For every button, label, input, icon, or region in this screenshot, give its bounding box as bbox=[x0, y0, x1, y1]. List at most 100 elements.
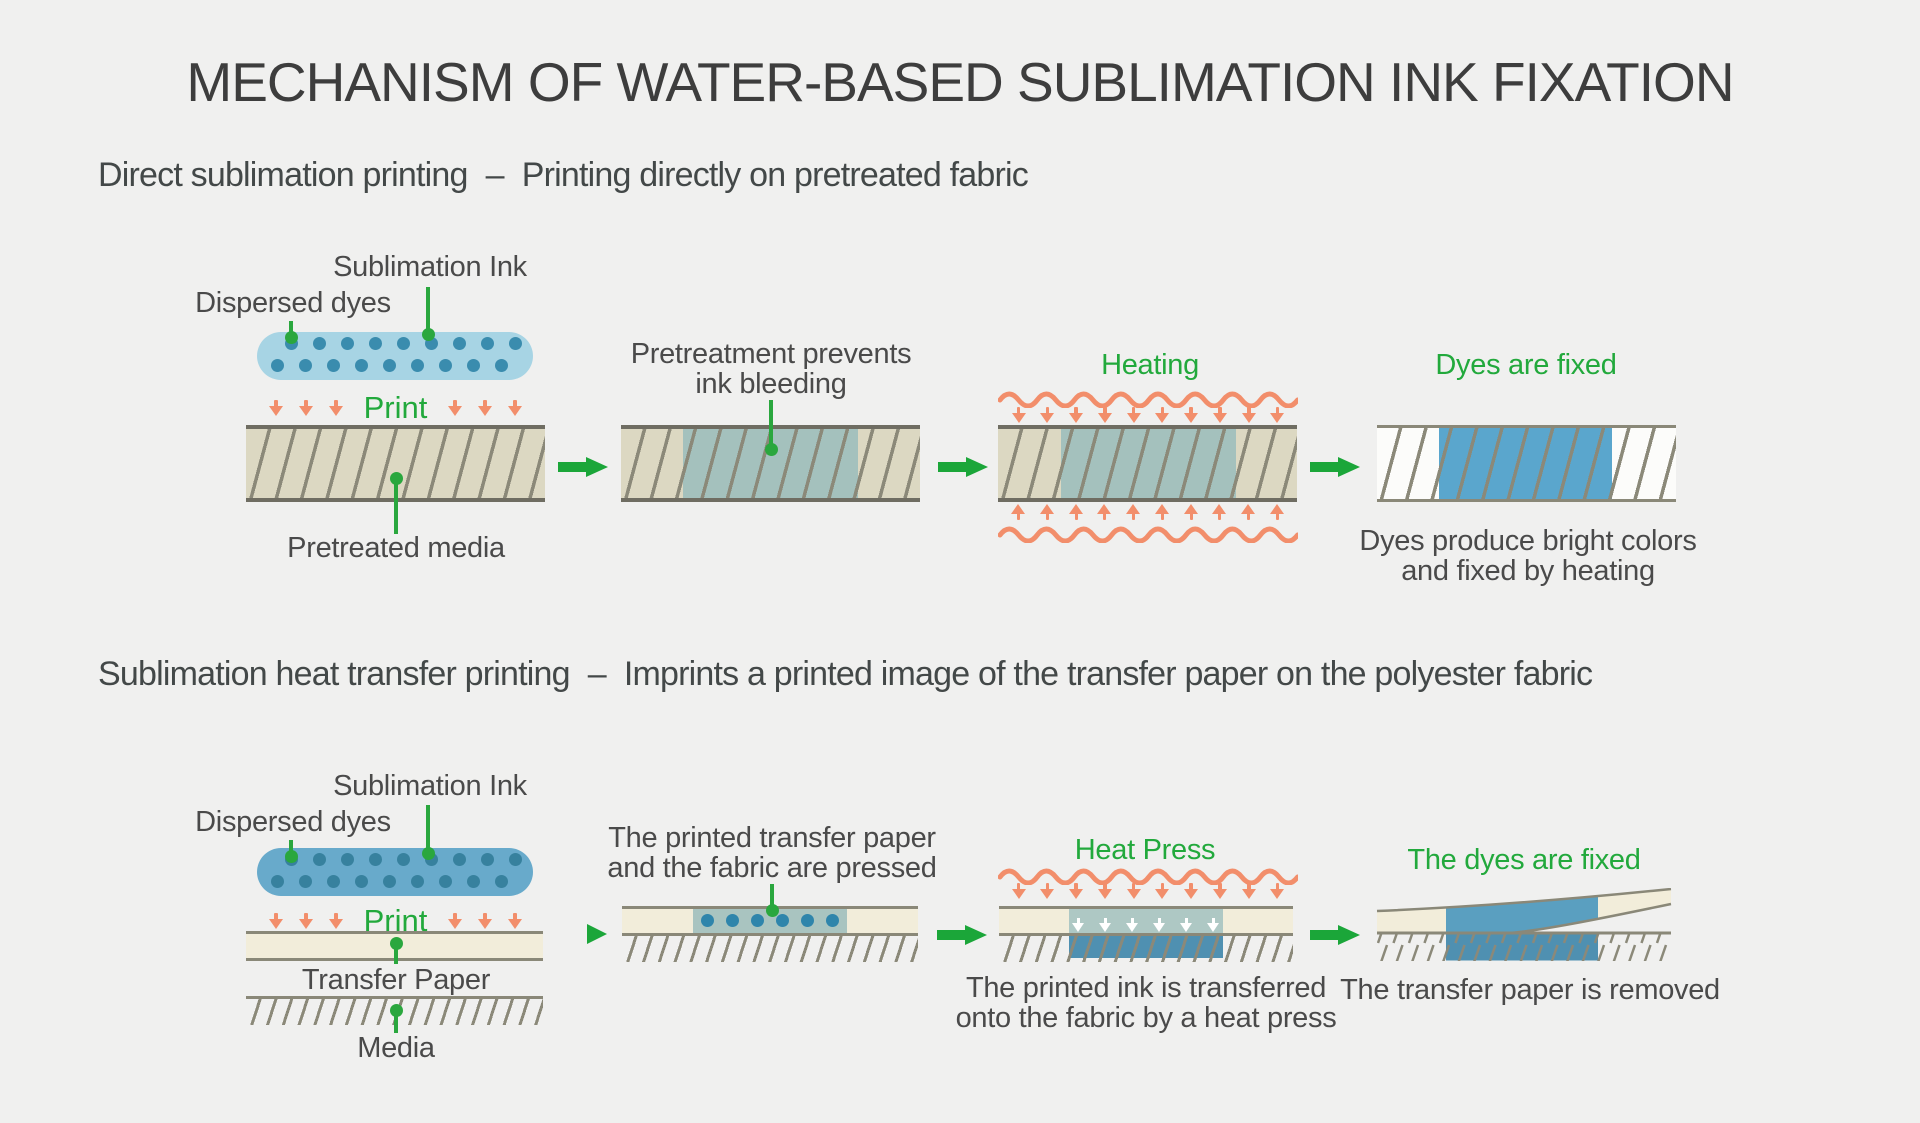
down-arrow-icon bbox=[329, 399, 344, 417]
heat-wave-icon bbox=[998, 526, 1298, 543]
white-down-arrow-icon bbox=[1072, 918, 1085, 934]
down-arrow-icon bbox=[269, 399, 284, 417]
section2-heading: Sublimation heat transfer printing – Imp… bbox=[98, 655, 1593, 694]
down-arrow-icon bbox=[1126, 883, 1141, 900]
dyes-fixed-title: The dyes are fixed bbox=[1407, 844, 1641, 876]
heat-arrows-top bbox=[1011, 407, 1285, 424]
print-action-row: Print bbox=[246, 390, 545, 426]
dye-dot bbox=[397, 853, 410, 866]
up-arrow-icon bbox=[1126, 503, 1141, 520]
down-arrow-icon bbox=[1097, 407, 1112, 424]
dye-dot bbox=[341, 853, 354, 866]
down-arrow-icon bbox=[447, 912, 462, 930]
down-arrow-icon bbox=[1241, 407, 1256, 424]
dye-dot bbox=[481, 337, 494, 350]
step-arrow-icon bbox=[938, 457, 988, 477]
label-transfer-paper: Transfer Paper bbox=[301, 964, 491, 996]
pointer-dispersed-dyes bbox=[284, 321, 298, 344]
printed-ink-zone bbox=[1069, 909, 1223, 933]
section2-heading-sub: Imprints a printed image of the transfer… bbox=[623, 655, 1593, 693]
down-arrow-icon bbox=[477, 912, 492, 930]
dye-dot bbox=[383, 359, 396, 372]
dye-dot bbox=[313, 853, 326, 866]
step-arrow-icon bbox=[1310, 457, 1360, 477]
label-dispersed-dyes: Dispersed dyes bbox=[195, 287, 391, 319]
step-arrow-icon bbox=[1310, 925, 1360, 945]
dye-dot-row bbox=[271, 875, 508, 888]
dye-dot bbox=[397, 337, 410, 350]
dye-dot bbox=[439, 359, 452, 372]
up-arrow-icon bbox=[1270, 503, 1285, 520]
dyes-fixed-title: Dyes are fixed bbox=[1435, 349, 1617, 381]
down-arrow-icon bbox=[1011, 407, 1026, 424]
down-arrow-icon bbox=[1270, 407, 1285, 424]
up-arrow-icon bbox=[1069, 503, 1084, 520]
fabric-hatch bbox=[999, 936, 1293, 962]
down-arrow-icon bbox=[329, 912, 344, 930]
dye-dot-row bbox=[271, 359, 508, 372]
pointer-transfer-paper bbox=[389, 937, 403, 964]
section1-heading: Direct sublimation printing – Printing d… bbox=[98, 156, 1029, 195]
section2-heading-main: Sublimation heat transfer printing bbox=[98, 655, 571, 693]
up-arrow-icon bbox=[1241, 503, 1256, 520]
dye-dot-row bbox=[701, 914, 839, 927]
down-arrow-icon bbox=[1040, 883, 1055, 900]
dye-dot bbox=[299, 875, 312, 888]
print-arrows-right bbox=[447, 399, 522, 417]
heat-wave-icon bbox=[998, 391, 1298, 408]
dye-dot bbox=[495, 359, 508, 372]
dye-dot bbox=[509, 337, 522, 350]
up-arrow-icon bbox=[1155, 503, 1170, 520]
heating-title: Heating bbox=[1101, 349, 1199, 381]
down-arrow-icon bbox=[1097, 883, 1112, 900]
page-title: MECHANISM OF WATER-BASED SUBLIMATION INK… bbox=[186, 51, 1734, 113]
down-arrow-icon bbox=[1212, 883, 1227, 900]
dye-dot bbox=[776, 914, 789, 927]
down-arrow-icon bbox=[507, 912, 522, 930]
down-arrow-icon bbox=[1126, 407, 1141, 424]
dye-dot bbox=[453, 853, 466, 866]
dye-dot bbox=[299, 359, 312, 372]
down-arrow-icon bbox=[1184, 883, 1199, 900]
print-arrows-left bbox=[269, 399, 344, 417]
label-pretreated-media: Pretreated media bbox=[287, 532, 505, 564]
heated-media-strip bbox=[998, 425, 1297, 502]
heat-press-title: Heat Press bbox=[1074, 834, 1216, 866]
white-down-arrow-icon bbox=[1099, 918, 1112, 934]
dye-dot bbox=[411, 875, 424, 888]
heat-arrows-top bbox=[1011, 883, 1285, 900]
fabric-hatch bbox=[622, 936, 918, 962]
dye-dot bbox=[369, 337, 382, 350]
dye-dot bbox=[355, 359, 368, 372]
section1-heading-dash: – bbox=[485, 156, 505, 194]
white-down-arrow-icon bbox=[1153, 918, 1166, 934]
ink-pill bbox=[257, 848, 533, 896]
dye-dot bbox=[383, 875, 396, 888]
pointer-sublimation-ink bbox=[421, 805, 435, 860]
up-arrow-icon bbox=[1097, 503, 1112, 520]
dye-dot bbox=[726, 914, 739, 927]
pointer-pretreated-zone bbox=[764, 400, 778, 456]
print-arrows-right bbox=[447, 912, 522, 930]
down-arrow-icon bbox=[1155, 407, 1170, 424]
dye-dot bbox=[439, 875, 452, 888]
dye-dot bbox=[751, 914, 764, 927]
step4-caption-line2: and fixed by heating bbox=[1401, 555, 1655, 587]
down-arrow-icon bbox=[507, 399, 522, 417]
dye-dot bbox=[453, 337, 466, 350]
up-arrow-icon bbox=[1011, 503, 1026, 520]
step2-caption-line2: and the fabric are pressed bbox=[607, 852, 937, 884]
dye-dot bbox=[327, 359, 340, 372]
dye-dot-row bbox=[285, 853, 522, 866]
down-arrow-icon bbox=[1011, 883, 1026, 900]
section1-heading-sub: Printing directly on pretreated fabric bbox=[521, 156, 1029, 194]
dye-dot bbox=[271, 875, 284, 888]
pointer-media bbox=[389, 1004, 403, 1033]
step2-caption-line1: The printed transfer paper bbox=[608, 822, 936, 854]
step3-caption-line1: The printed ink is transferred bbox=[965, 972, 1327, 1004]
dye-dot bbox=[481, 853, 494, 866]
step-arrow-icon bbox=[587, 924, 607, 944]
white-down-arrow-icon bbox=[1207, 918, 1220, 934]
pointer-sublimation-ink bbox=[421, 287, 435, 341]
